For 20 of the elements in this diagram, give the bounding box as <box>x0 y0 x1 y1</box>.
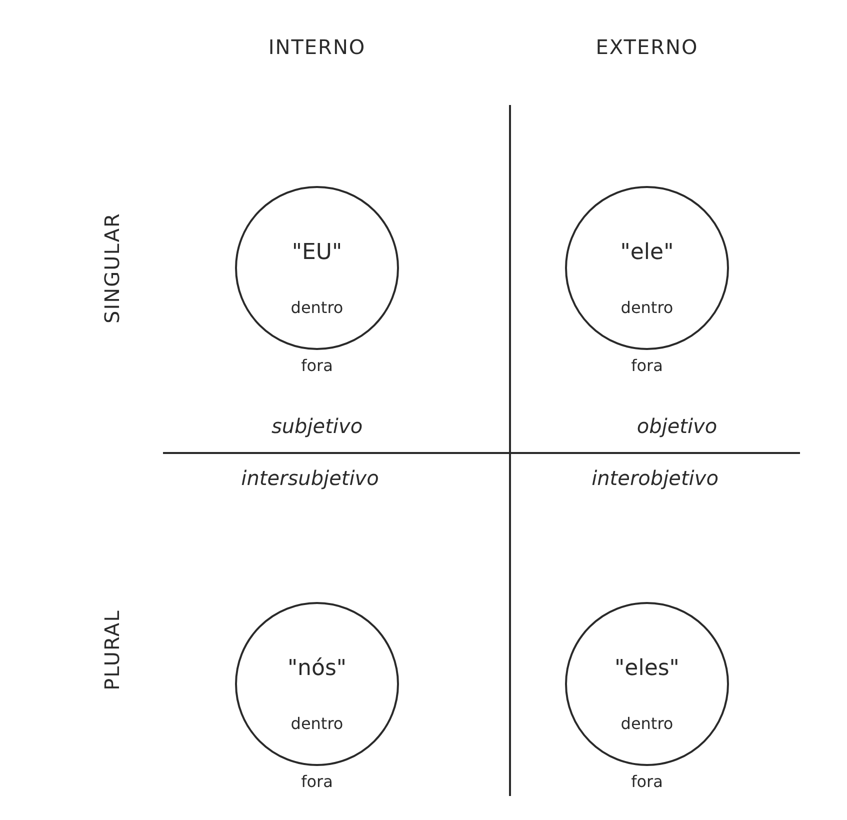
outside-label: fora <box>630 356 664 375</box>
quadrant-label: intersubjetivo <box>241 466 379 490</box>
node-title: "eles" <box>614 656 680 681</box>
quadrant-label: objetivo <box>636 414 718 438</box>
inside-label: dentro <box>620 298 674 317</box>
axis-label: PLURAL <box>100 610 124 690</box>
quadrant-label: subjetivo <box>271 414 363 438</box>
inside-label: dentro <box>620 714 674 733</box>
outside-label: fora <box>300 772 334 791</box>
axis-label: EXTERNO <box>596 35 698 59</box>
node-title: "nós" <box>286 656 348 681</box>
node-title: "EU" <box>290 240 344 265</box>
axis-label: INTERNO <box>268 35 366 59</box>
inside-label: dentro <box>290 714 344 733</box>
inside-label: dentro <box>290 298 344 317</box>
quadrant-label: interobjetivo <box>592 466 718 490</box>
axis-label: SINGULAR <box>100 212 124 324</box>
outside-label: fora <box>630 772 664 791</box>
node-title: "ele" <box>619 240 675 265</box>
outside-label: fora <box>300 356 334 375</box>
